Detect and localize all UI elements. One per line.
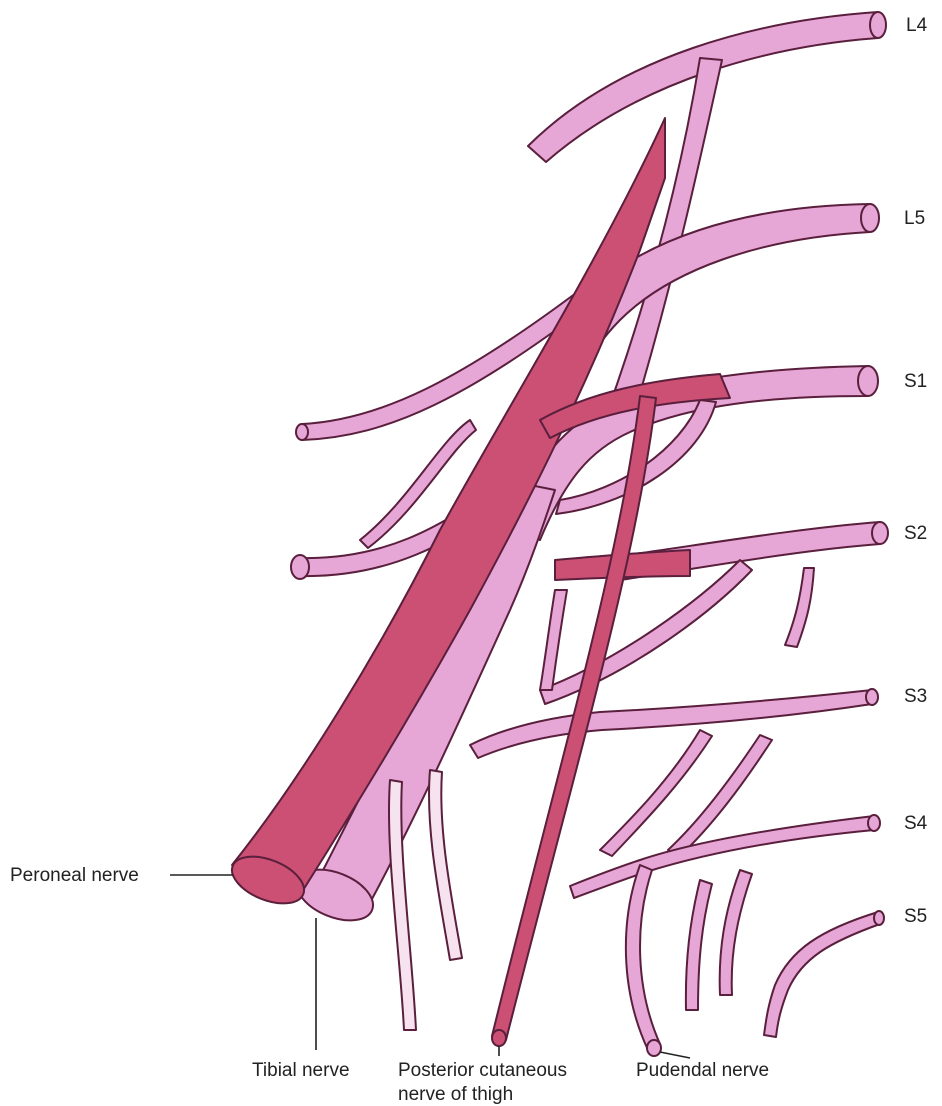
peroneal-trunk [232,118,665,895]
tibial-fiber-b [429,770,462,960]
left-branch-2-end [291,555,309,579]
root-label-l4: L4 [906,15,928,36]
s1-root-end [858,366,878,396]
s2-small-branch [785,568,814,647]
root-label-s4: S4 [904,813,928,834]
s5-root [764,912,880,1037]
root-label-s3: S3 [904,686,927,707]
posterior-cutaneous-label-line2: nerve of thigh [398,1084,513,1105]
tibial-nerve-label: Tibial nerve [252,1060,350,1081]
pudendal-branch [626,865,660,1050]
s3-root-end [866,689,878,705]
s4-root-end [868,815,880,831]
root-label-s2: S2 [904,523,927,544]
s2-root-end [872,522,888,544]
s3-root [470,690,872,758]
tibial-division-shapes [290,12,888,1056]
l4-root-end [870,12,886,38]
root-label-l5: L5 [904,208,925,229]
s4-root [570,816,874,898]
left-branch-1-end [296,424,308,440]
pudendal-nerve-label: Pudendal nerve [636,1060,769,1081]
s2-side-branch [540,590,567,690]
root-labels: L4 L5 S1 S2 S3 S4 S5 [904,15,928,927]
posterior-cutaneous-label-line1: Posterior cutaneous [398,1060,567,1081]
pudendal-leader [660,1052,690,1058]
nerve-labels: Peroneal nerve Tibial nerve Posterior cu… [10,865,769,1105]
s5-root-end [874,911,884,925]
s2-branch-down [540,560,752,704]
l5-root-end [861,204,879,232]
posterior-cutaneous-end [492,1030,506,1046]
root-label-s5: S5 [904,906,927,927]
peroneal-nerve-label: Peroneal nerve [10,865,139,886]
root-label-s1: S1 [904,371,927,392]
pudendal-end [647,1040,661,1056]
leader-lines [170,875,690,1058]
lower-branch-b [720,870,752,995]
lower-branch-a [686,880,712,1010]
